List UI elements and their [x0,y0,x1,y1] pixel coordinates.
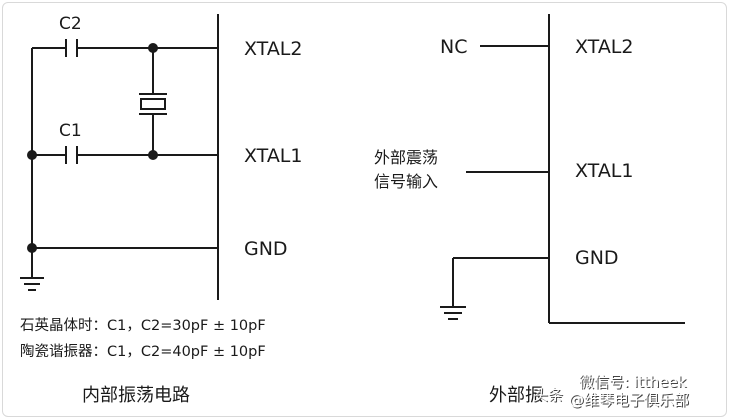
pin-xtal1-internal: XTAL1 [244,145,302,167]
nc-label: NC [440,36,467,58]
watermark-name: @维琴电子俱乐部 [569,391,689,409]
junction-xtal2-crystal [148,43,158,53]
external-input-label-line2: 信号输入 [374,172,438,191]
c1-label: C1 [59,121,82,141]
junction-xtal1-crystal [148,150,158,160]
pin-gnd-internal: GND [244,238,288,260]
c2-label: C2 [59,14,82,34]
crystal-body [140,98,166,110]
caption-external: 外部振 [489,385,543,406]
pin-xtal1-external: XTAL1 [575,160,633,182]
pin-xtal2-internal: XTAL2 [244,38,302,60]
watermark-wechat-shadow: 微信号: ittheek [580,374,688,392]
watermark-prefix-shadow: 头条 [534,387,564,405]
external-input-label-line1: 外部震荡 [374,148,438,167]
watermark-name-shadow: @维琴电子俱乐部 [570,392,690,410]
junction-left-gnd [27,243,37,253]
note-quartz: 石英晶体时：C1，C2=30pF ± 10pF [20,316,266,334]
watermark-prefix: 头条 [533,386,563,404]
pin-xtal2-external: XTAL2 [575,36,633,58]
caption-internal: 内部振荡电路 [82,385,190,406]
pin-gnd-external: GND [575,247,619,269]
junction-left-xtal1 [27,150,37,160]
watermark-wechat: 微信号: ittheek [579,373,687,391]
note-ceramic: 陶瓷谐振器：C1，C2=40pF ± 10pF [20,343,266,360]
